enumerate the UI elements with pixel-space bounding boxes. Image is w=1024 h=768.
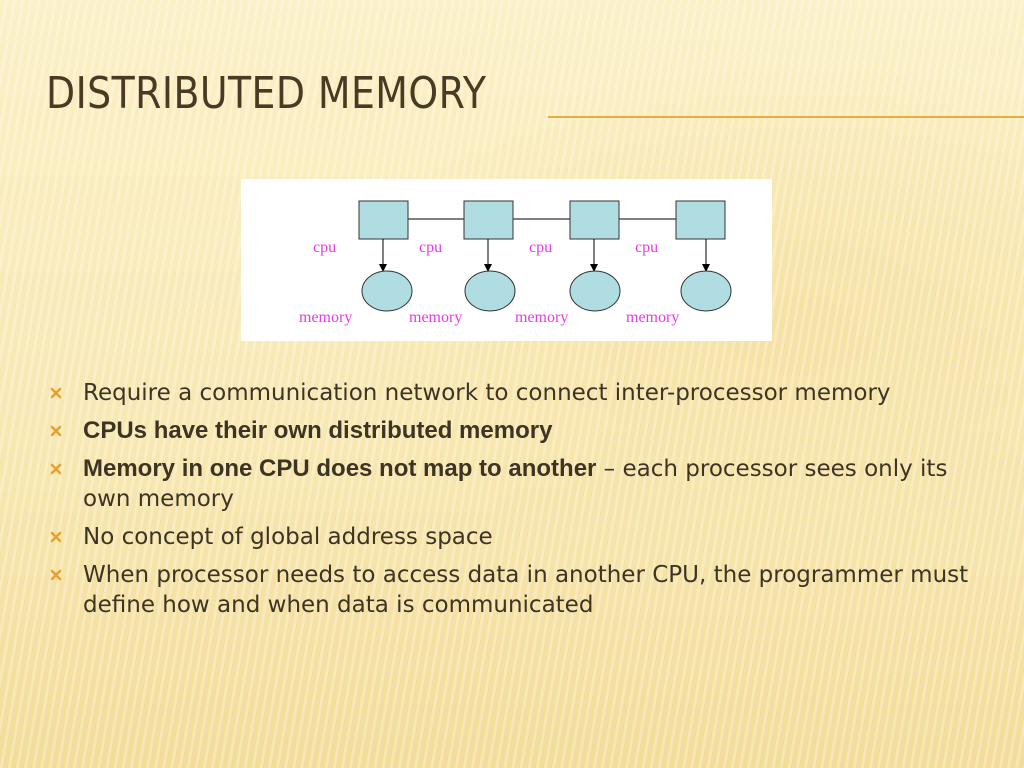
memory-node-3 — [569, 270, 621, 312]
bullet-text-bold: Memory in one CPU does not map to anothe… — [83, 455, 597, 482]
memory-node-1 — [361, 270, 413, 312]
memory-label-2: memory — [409, 309, 462, 326]
cpu-box-2 — [463, 200, 514, 240]
bullet-text: No concept of global address space — [83, 524, 493, 550]
diagram-svg: cpu cpu cpu cpu memory memory memory mem… — [299, 200, 732, 326]
x-bullet-icon — [50, 463, 62, 475]
bullet-list: Require a communication network to conne… — [48, 378, 998, 628]
bullet-item: When processor needs to access data in a… — [48, 560, 998, 620]
cpu-label-4: cpu — [635, 239, 658, 256]
memory-label-4: memory — [626, 309, 679, 326]
x-bullet-icon — [50, 569, 62, 581]
x-bullet-icon — [50, 425, 62, 437]
slide-title: Distributed Memory — [46, 68, 487, 119]
memory-label-1: memory — [299, 309, 352, 326]
cpu-box-1 — [358, 200, 409, 240]
cpu-box-3 — [569, 200, 620, 240]
bullet-item: CPUs have their own distributed memory — [48, 416, 998, 446]
cpu-label-1: cpu — [313, 239, 336, 256]
bullet-item: No concept of global address space — [48, 522, 998, 552]
bullet-item: Memory in one CPU does not map to anothe… — [48, 454, 998, 514]
cpu-box-4 — [675, 200, 726, 240]
memory-label-3: memory — [515, 309, 568, 326]
cpu-label-2: cpu — [419, 239, 442, 256]
bullet-text: When processor needs to access data in a… — [83, 562, 969, 618]
bullet-item: Require a communication network to conne… — [48, 378, 998, 408]
x-bullet-icon — [50, 531, 62, 543]
memory-node-2 — [464, 270, 516, 312]
x-bullet-icon — [50, 387, 62, 399]
title-rule — [548, 116, 1024, 118]
memory-node-4 — [680, 270, 732, 312]
distributed-memory-diagram: cpu cpu cpu cpu memory memory memory mem… — [241, 179, 772, 341]
cpu-label-3: cpu — [529, 239, 552, 256]
bullet-text-bold: CPUs have their own distributed memory — [83, 417, 553, 444]
bullet-text: Require a communication network to conne… — [83, 380, 891, 406]
bullet-text: – each processor sees only its own memor… — [83, 456, 948, 512]
